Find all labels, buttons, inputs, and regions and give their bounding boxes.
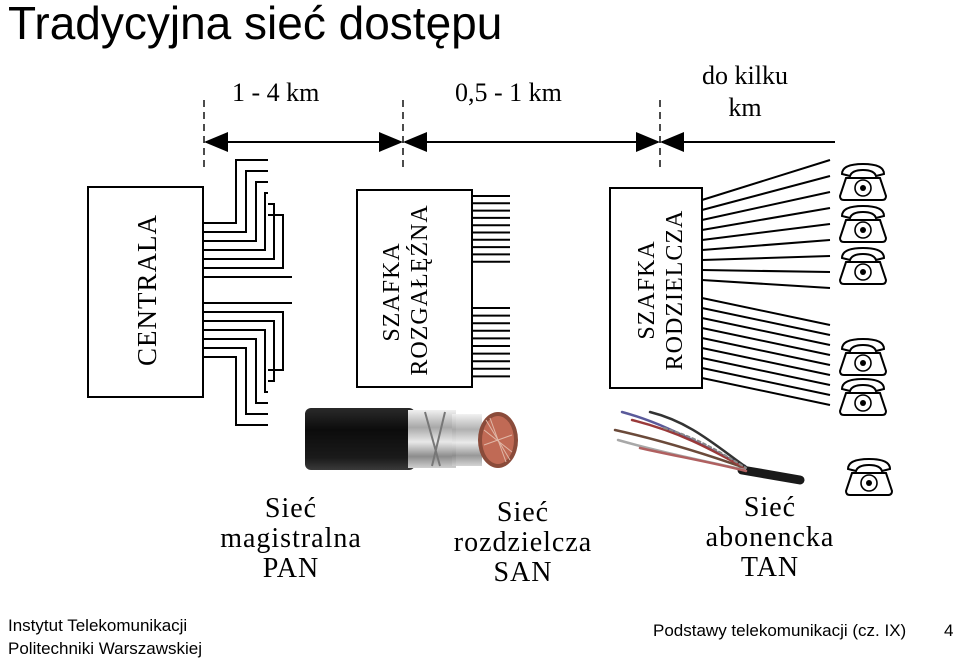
szafka-rozgalezna-label-1: SZAFKA [379, 242, 405, 341]
subscriber-line [702, 240, 830, 250]
telephone-icons [840, 164, 892, 495]
caption-san-line1: Sieć [428, 498, 618, 528]
telephone-icon [840, 248, 886, 284]
caption-pan: Sieć magistralna PAN [196, 494, 386, 584]
telephone-icon [840, 379, 886, 415]
telephone-icon [846, 459, 892, 495]
caption-tan: Sieć abonencka TAN [675, 493, 865, 583]
telephone-icon [840, 339, 886, 375]
telephone-icon [840, 164, 886, 200]
footer-page-number: 4 [944, 621, 953, 641]
caption-pan-line1: Sieć [196, 494, 386, 524]
dimension-markers [204, 100, 660, 170]
caption-pan-line3: PAN [196, 554, 386, 584]
subscriber-lines [702, 160, 830, 405]
footer-institute-line1: Instytut Telekomunikacji [8, 616, 187, 636]
szafka-rozdzielcza-label-1: SZAFKA [634, 240, 660, 339]
szafka-rozdzielcza-label-2: RODZIELCZA [662, 210, 688, 371]
trunk-cables [204, 160, 292, 425]
footer-institute-line2: Politechniki Warszawskiej [8, 639, 202, 659]
caption-san-line3: SAN [428, 558, 618, 588]
caption-san-line2: rozdzielcza [428, 528, 618, 558]
subscriber-line [702, 192, 830, 220]
szafka-rozgalezna-label-2: ROZGAŁĘŹNA [407, 204, 433, 375]
distribution-stubs [472, 196, 510, 376]
caption-pan-line2: magistralna [196, 524, 386, 554]
caption-tan-line1: Sieć [675, 493, 865, 523]
subscriber-line [702, 270, 830, 272]
footer-course: Podstawy telekomunikacji (cz. IX) [653, 621, 906, 641]
subscriber-line [702, 280, 830, 288]
cable-photo-icon [300, 400, 525, 475]
telephone-icon [840, 206, 886, 242]
wires-photo-icon [615, 412, 800, 480]
caption-tan-line2: abonencka [675, 523, 865, 553]
centrala-label: CENTRALA [132, 214, 162, 366]
subscriber-line [702, 256, 830, 260]
caption-san: Sieć rozdzielcza SAN [428, 498, 618, 588]
caption-tan-line3: TAN [675, 553, 865, 583]
